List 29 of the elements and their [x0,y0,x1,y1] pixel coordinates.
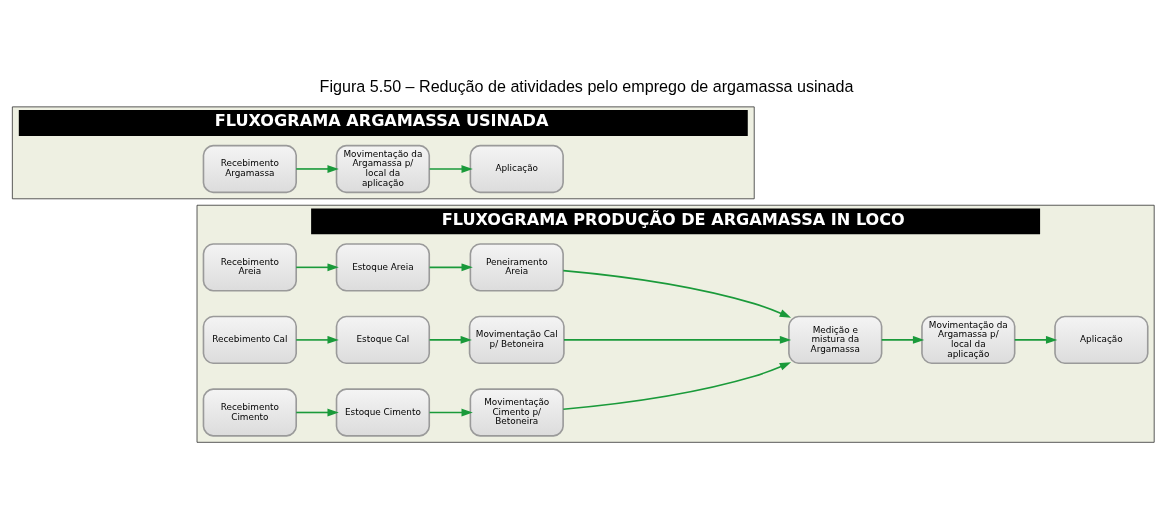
node-box: Recebimento Cal [202,315,297,364]
node-box: Peneiramento Areia [469,242,564,292]
arrow [428,335,472,344]
arrow [880,335,925,344]
node-box: Recebimento Argamassa [202,144,297,193]
diagram-title: Figura 5.50 – Redução de atividades pelo emprego de argamassa usinada [319,76,854,95]
node-box: Aplicação [469,144,564,193]
node-box: Movimentação Cimento p/ Betoneira [469,387,564,437]
arrow [295,164,339,173]
arrow [295,408,339,416]
arrow [563,335,792,344]
node-box: Recebimento Cimento [202,387,297,437]
arrow [428,164,473,173]
node-box: Aplicação [1054,315,1149,364]
arrow [1013,335,1058,344]
node-box: Estoque Cimento [335,387,431,437]
arrow [295,262,339,271]
arrow [428,262,473,271]
node-box: Estoque Cal [335,315,431,364]
node-box: Movimentação da Argamassa p/ local da aplicação [921,315,1016,364]
arrow [295,335,339,344]
node-box: Medição e mistura da Argamassa [788,315,883,364]
arrow [562,361,792,410]
node-box: Movimentação da Argamassa p/ local da aplicação [335,144,431,193]
node-box: Estoque Areia [335,242,431,292]
node-box: Movimentação Cal p/ Betoneira [468,315,565,364]
node-box: Recebimento Areia [202,242,297,292]
arrow [428,408,473,416]
arrow [562,269,792,318]
